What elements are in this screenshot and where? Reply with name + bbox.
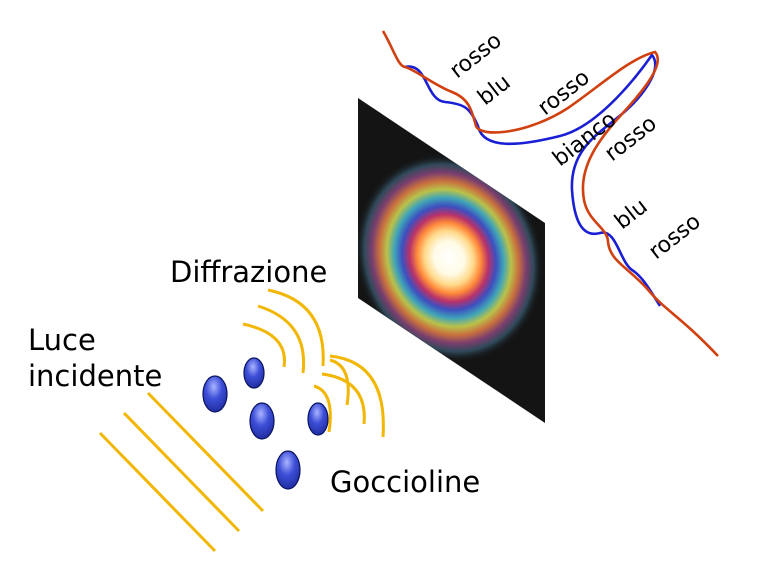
incident-light-rays — [98, 391, 265, 553]
droplet — [307, 402, 329, 436]
droplet — [249, 402, 275, 440]
diffraction-screen — [358, 98, 545, 423]
diffraction-arc — [257, 304, 306, 374]
label-incident-light-line2: incidente — [28, 359, 162, 393]
diffraction-arc — [242, 322, 286, 368]
diffraction-arc — [267, 288, 325, 367]
diffraction-arc — [329, 358, 350, 406]
label-droplets: Goccioline — [330, 465, 480, 499]
droplet — [275, 450, 301, 490]
curve-label-blue-2: blu — [610, 194, 652, 235]
diffraction-arcs — [242, 288, 385, 438]
diffraction-arc — [313, 384, 332, 433]
light-ray — [98, 431, 217, 553]
curve-label-red-4: rosso — [644, 209, 705, 265]
label-incident-light-line1: Luce — [28, 323, 96, 357]
light-ray — [122, 411, 241, 533]
droplets — [202, 357, 329, 490]
diffraction-arc — [321, 372, 366, 425]
light-ray — [146, 391, 265, 513]
red-intensity-curve — [381, 30, 719, 357]
curve-label-red-2: rosso — [533, 65, 594, 121]
glory-pattern — [358, 153, 544, 363]
curve-label-blue-1: blu — [473, 70, 515, 111]
droplet — [243, 357, 265, 389]
diffraction-arc — [329, 354, 385, 438]
intensity-curves — [381, 30, 719, 357]
droplet — [202, 375, 228, 413]
label-diffraction: Diffrazione — [170, 255, 327, 289]
